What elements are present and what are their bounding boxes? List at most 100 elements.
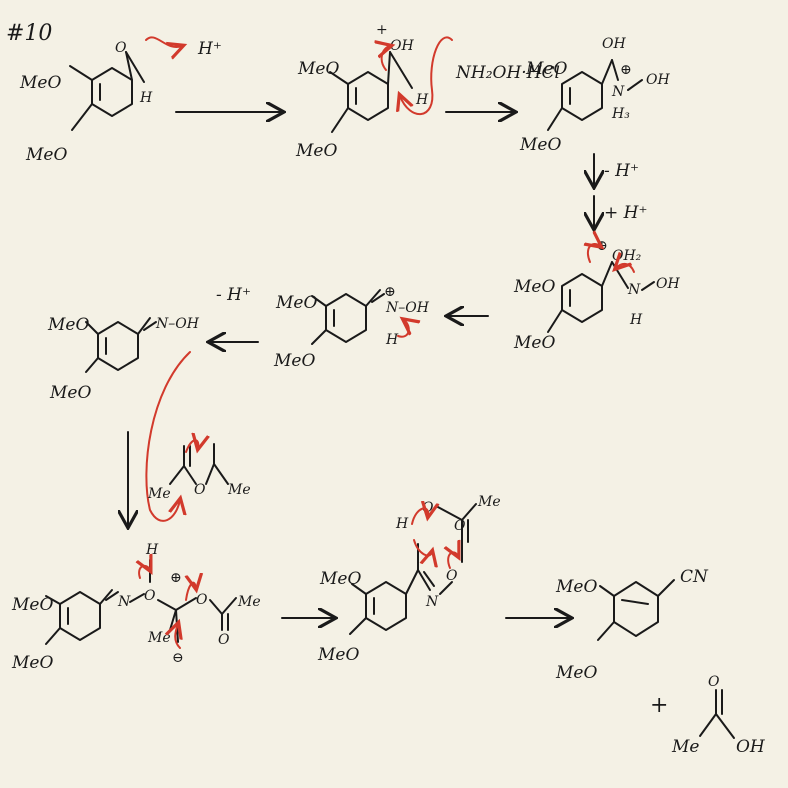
oh-label: OH bbox=[602, 36, 626, 52]
me-label: Me bbox=[227, 482, 251, 498]
meo-label: MeO bbox=[295, 141, 337, 161]
structure-acyl-adduct: MeO MeO N O H ⊕ O O Me Me ⊖ bbox=[11, 542, 261, 673]
me-label: Me bbox=[477, 494, 501, 510]
oh-label: OH bbox=[390, 38, 414, 54]
minus-h-plus-label: - H⁺ bbox=[216, 285, 251, 305]
curved-arrow bbox=[382, 46, 390, 71]
curved-arrow bbox=[400, 36, 453, 115]
oxygen-label: O bbox=[115, 40, 127, 56]
plus-h-plus-label: + H⁺ bbox=[604, 203, 647, 223]
structure-oxime: MeO MeO N–OH bbox=[47, 315, 200, 522]
oplus-label: ⊕ bbox=[620, 62, 632, 78]
curved-arrow bbox=[413, 539, 432, 556]
oh2-label: OH₂ bbox=[612, 248, 642, 264]
oxygen-label: O bbox=[708, 674, 720, 690]
plus-sign: + bbox=[650, 693, 668, 718]
curved-arrow bbox=[139, 566, 150, 579]
structure-elimination-transition-state: MeO MeO H N O O O Me bbox=[317, 494, 501, 665]
n-label: N bbox=[611, 84, 625, 100]
meo-label: MeO bbox=[525, 59, 567, 79]
benzene-ring bbox=[325, 293, 367, 343]
meo-label: MeO bbox=[317, 645, 359, 665]
benzene-ring bbox=[347, 71, 389, 121]
meo-label: MeO bbox=[47, 315, 89, 335]
curved-arrow bbox=[397, 320, 409, 338]
oh-label: OH bbox=[656, 276, 680, 292]
meo-label: MeO bbox=[319, 569, 361, 589]
structure-protonated-hydroxyl: MeO MeO ⊕ OH₂ N OH H bbox=[513, 238, 680, 353]
curved-arrow bbox=[186, 583, 196, 601]
oplus-label: ⊕ bbox=[384, 284, 396, 300]
meo-label: MeO bbox=[513, 333, 555, 353]
curved-arrow bbox=[616, 264, 635, 273]
meo-label: MeO bbox=[275, 293, 317, 313]
h-label: H bbox=[385, 332, 399, 348]
meo-label: MeO bbox=[273, 351, 315, 371]
benzene-ring bbox=[365, 581, 407, 631]
curved-arrow bbox=[185, 440, 198, 452]
benzene-ring bbox=[91, 67, 133, 117]
benzene-ring bbox=[561, 273, 603, 323]
h-label: H bbox=[629, 312, 643, 328]
structure-protonated-aldehyde: MeO MeO OH + H NH₂OH·HCl bbox=[295, 22, 560, 161]
oxygen-label: O bbox=[144, 588, 156, 604]
meo-label: MeO bbox=[555, 663, 597, 683]
me-label: Me bbox=[147, 630, 171, 646]
reagent-label: NH₂OH·HCl bbox=[455, 63, 560, 83]
curved-arrow bbox=[448, 552, 458, 569]
structure-nitrile-product: MeO MeO CN bbox=[555, 567, 709, 683]
structure-acetic-acid: O Me OH bbox=[671, 674, 766, 757]
curved-arrow bbox=[411, 508, 428, 525]
curved-arrow bbox=[145, 351, 191, 522]
structure-aldehyde: MeO MeO O H H⁺ bbox=[19, 36, 222, 165]
meo-label: MeO bbox=[49, 383, 91, 403]
meo-label: MeO bbox=[555, 577, 597, 597]
oh-label: OH bbox=[646, 72, 670, 88]
minus-h-plus-label: - H⁺ bbox=[604, 161, 639, 181]
h-label: H bbox=[415, 92, 429, 108]
oxygen-label: O bbox=[194, 482, 206, 498]
oplus-label: ⊕ bbox=[170, 570, 182, 586]
curved-arrow bbox=[175, 624, 180, 649]
benzene-ring bbox=[613, 581, 659, 637]
meo-label: MeO bbox=[25, 145, 67, 165]
me-label: Me bbox=[147, 486, 171, 502]
oxygen-label: O bbox=[218, 632, 230, 648]
ominus-label: ⊖ bbox=[172, 650, 184, 666]
me-label: Me bbox=[671, 737, 699, 757]
n-label: N bbox=[117, 594, 131, 610]
n-oh-label: N–OH bbox=[155, 316, 200, 332]
structure-tetrahedral-intermediate: MeO MeO OH N ⊕ OH H₃ bbox=[519, 36, 670, 155]
oplus-label: ⊕ bbox=[596, 238, 608, 254]
oxygen-label: O bbox=[454, 518, 466, 534]
n-label: N bbox=[425, 594, 439, 610]
h-plus-label: H⁺ bbox=[197, 39, 222, 59]
meo-label: MeO bbox=[513, 277, 555, 297]
n-oh-label: N–OH bbox=[385, 300, 430, 316]
meo-label: MeO bbox=[19, 73, 61, 93]
benzene-ring bbox=[59, 591, 101, 641]
h-label: H bbox=[145, 542, 159, 558]
reagent-acetic-anhydride: Me O Me bbox=[147, 440, 251, 502]
curved-arrow bbox=[145, 36, 182, 47]
meo-label: MeO bbox=[11, 653, 53, 673]
oxygen-label: O bbox=[446, 568, 458, 584]
h3-label: H₃ bbox=[611, 106, 630, 122]
structure-iminium: MeO MeO ⊕ N–OH H bbox=[273, 284, 430, 371]
benzene-ring bbox=[97, 321, 139, 371]
cn-label: CN bbox=[680, 567, 709, 587]
oh-label: OH bbox=[736, 737, 766, 757]
problem-number: #10 bbox=[6, 21, 52, 46]
me-label: Me bbox=[237, 594, 261, 610]
h-label: H bbox=[395, 516, 409, 532]
h-label: H bbox=[139, 90, 153, 106]
plus-sign: + bbox=[376, 22, 388, 38]
meo-label: MeO bbox=[11, 595, 53, 615]
meo-label: MeO bbox=[297, 59, 339, 79]
n-label: N bbox=[627, 282, 641, 298]
curved-arrow bbox=[588, 244, 600, 263]
meo-label: MeO bbox=[519, 135, 561, 155]
oxygen-label: O bbox=[196, 592, 208, 608]
benzene-ring bbox=[561, 71, 603, 121]
